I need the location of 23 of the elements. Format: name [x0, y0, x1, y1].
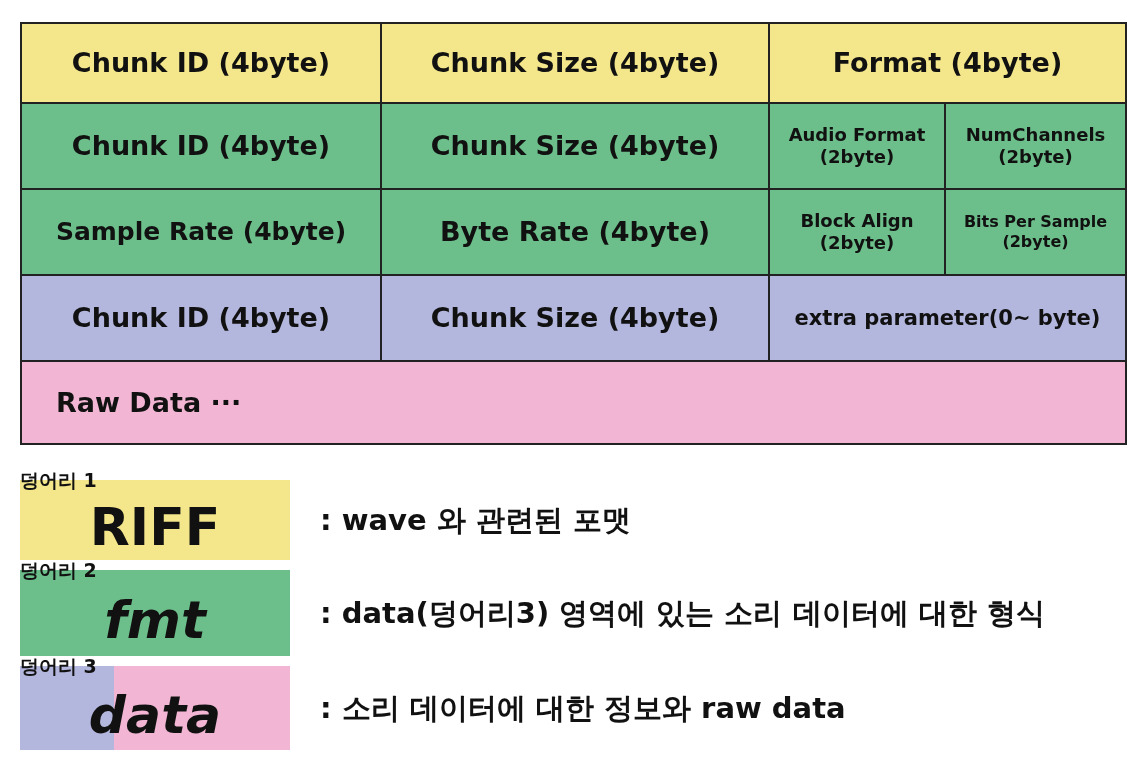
- table-cell: extra parameter(0~ byte): [768, 274, 1127, 362]
- table-cell: Chunk Size (4byte): [380, 274, 770, 362]
- table-cell: Chunk Size (4byte): [380, 22, 770, 104]
- table-cell: NumChannels (2byte): [944, 102, 1127, 190]
- table-cell: Audio Format (2byte): [768, 102, 946, 190]
- legend-description: : 소리 데이터에 대한 정보와 raw data: [320, 690, 846, 727]
- table-cell: Chunk ID (4byte): [20, 102, 382, 190]
- table-cell: Bits Per Sample (2byte): [944, 188, 1127, 276]
- table-cell: Chunk ID (4byte): [20, 274, 382, 362]
- table-cell: Sample Rate (4byte): [20, 188, 382, 276]
- chunk-heading: 덩어리 1: [20, 468, 97, 493]
- table-cell: Chunk Size (4byte): [380, 102, 770, 190]
- legend-label: data: [87, 684, 223, 747]
- legend-description: : data(덩어리3) 영역에 있는 소리 데이터에 대한 형식: [320, 595, 1045, 632]
- legend-description: : wave 와 관련된 포맷: [320, 502, 631, 539]
- legend-label: fmt: [103, 589, 209, 652]
- legend-label: RIFF: [88, 496, 222, 559]
- table-cell: Block Align (2byte): [768, 188, 946, 276]
- table-cell: Chunk ID (4byte): [20, 22, 382, 104]
- table-cell: Byte Rate (4byte): [380, 188, 770, 276]
- table-cell: Format (4byte): [768, 22, 1127, 104]
- chunk-heading: 덩어리 3: [20, 654, 97, 679]
- table-cell: Raw Data ···: [20, 360, 1127, 445]
